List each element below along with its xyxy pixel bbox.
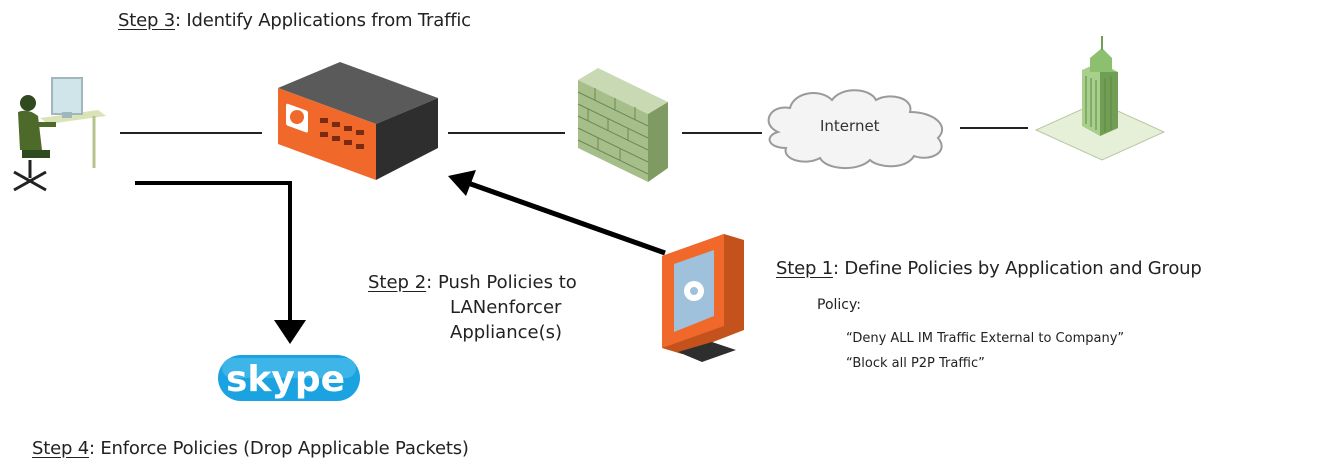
management-console-monitor-icon: [662, 234, 744, 362]
step2-line-2: Appliance(s): [450, 322, 562, 343]
step1-key: Step 1: [776, 258, 833, 279]
step1-text: : Define Policies by Application and Gro…: [832, 258, 1202, 279]
firewall-brick-wall-icon: [577, 68, 668, 182]
step1-label: Step 1: Define Policies by Application a…: [776, 258, 1202, 279]
policy-heading: Policy:: [817, 297, 861, 313]
skype-logo-text: skype: [226, 359, 345, 400]
step2-key: Step 2: [368, 272, 427, 293]
policy-rule-1: “Deny ALL IM Traffic External to Company…: [846, 331, 1125, 346]
cloud-icon: Internet: [767, 89, 944, 169]
internet-label: Internet: [820, 117, 880, 135]
policy-rule-2: “Block all P2P Traffic”: [846, 356, 985, 371]
skype-logo: skype: [218, 355, 360, 401]
lanenforcer-appliance-icon: [278, 62, 438, 180]
step4-key: Step 4: [32, 438, 89, 459]
step4-text: : Enforce Policies (Drop Applicable Pack…: [88, 438, 469, 459]
step3-key: Step 3: [118, 10, 175, 31]
step2-line-1: LANenforcer: [450, 297, 562, 318]
step2-text: : Push Policies to: [426, 272, 577, 293]
office-building-icon: [1034, 36, 1166, 161]
step4-label: Step 4: Enforce Policies (Drop Applicabl…: [32, 438, 469, 459]
push-arrow-head: [448, 170, 476, 196]
step3-label: Step 3: Identify Applications from Traff…: [118, 10, 471, 31]
push-arrow: [467, 180, 666, 256]
step2-label: Step 2: Push Policies to LANenforcer App…: [368, 270, 577, 345]
enforce-arrow-head: [274, 320, 306, 344]
enforce-arrow: [135, 181, 292, 322]
user-workstation-icon: [13, 77, 106, 192]
step3-text: : Identify Applications from Traffic: [174, 10, 471, 31]
